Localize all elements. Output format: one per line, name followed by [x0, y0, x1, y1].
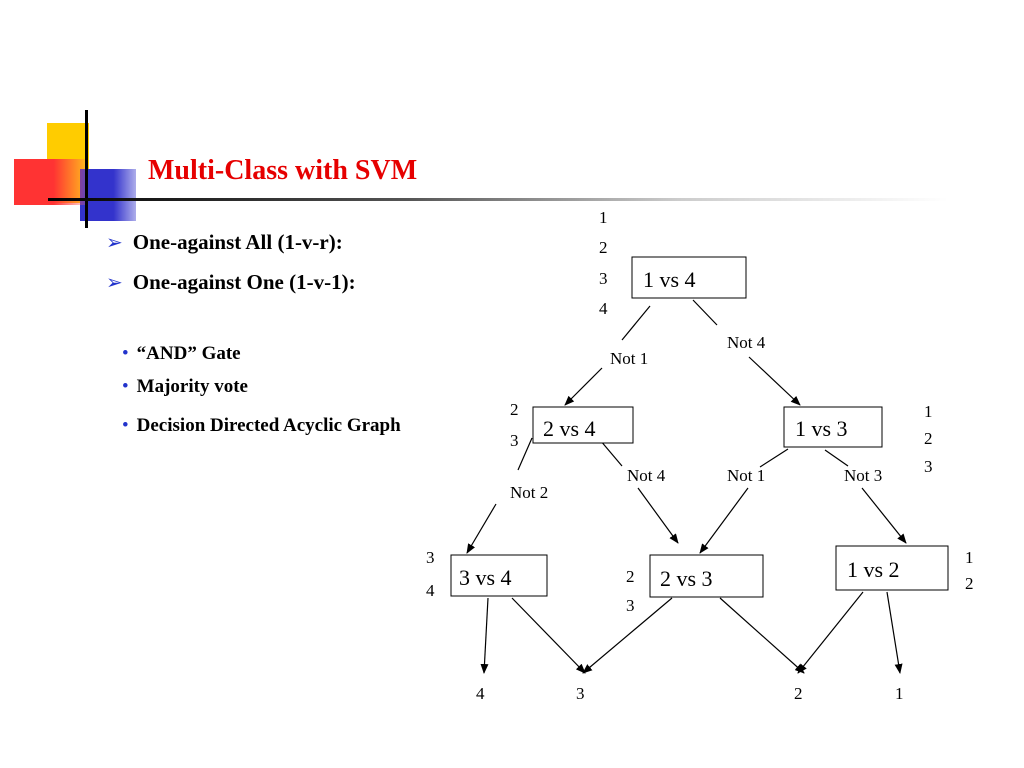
class-number: 2 [599, 238, 608, 257]
sub-bullet-and-gate: • “AND” Gate [122, 343, 241, 365]
edge-n14-not4-lower [748, 356, 801, 406]
edge-n13-not3-lower [861, 487, 907, 544]
edge-n23-to-3 [582, 597, 673, 674]
edge-n24-not2-upper [517, 437, 533, 471]
edge-n24-not4-lower [637, 487, 679, 544]
output-class-4: 4 [476, 684, 485, 703]
class-number: 3 [426, 548, 435, 567]
edge-label-not4-mid: Not 4 [627, 466, 666, 485]
node-2vs3: 2 vs 3 [649, 554, 764, 598]
sub-bullet-text: Majority vote [136, 376, 248, 397]
output-class-2: 2 [794, 684, 803, 703]
class-set-n13: 1 2 3 [924, 402, 933, 476]
class-set-n14: 1 2 3 4 [599, 208, 608, 318]
edge-n14-not4-upper [692, 299, 718, 326]
edge-n13-not1-upper [759, 448, 789, 468]
edge-n24-not4-upper [599, 439, 623, 467]
edge-n12-to-1 [886, 591, 903, 674]
dot-bullet-icon: • [122, 376, 129, 397]
class-set-n34: 3 4 [426, 548, 435, 600]
edge-n34-to-4 [480, 597, 489, 674]
edge-n23-to-2 [719, 597, 805, 674]
sub-bullet-ddag: • Decision Directed Acyclic Graph [122, 415, 401, 437]
bullet-one-against-all: ➢ One-against All (1-v-r): [106, 230, 343, 255]
arrow-bullet-icon: ➢ [106, 232, 123, 254]
slide-title: Multi-Class with SVM [148, 155, 418, 186]
sub-bullet-text: “AND” Gate [136, 343, 241, 364]
dot-bullet-icon: • [122, 343, 129, 364]
class-set-n24: 2 3 [510, 400, 519, 450]
class-number: 2 [924, 429, 933, 448]
class-number: 2 [965, 574, 974, 593]
bullet-one-against-one: ➢ One-against One (1-v-1): [106, 270, 356, 295]
class-set-n23: 2 3 [626, 567, 635, 615]
edge-n13-not1-lower [699, 487, 749, 554]
edge-n14-not1-upper [621, 305, 651, 341]
node-label: 1 vs 4 [643, 267, 696, 292]
edge-n14-not1-lower [564, 367, 603, 406]
class-set-n12: 1 2 [965, 548, 974, 593]
class-number: 1 [924, 402, 933, 421]
arrow-bullet-icon: ➢ [106, 272, 123, 294]
class-number: 3 [510, 431, 519, 450]
sub-bullet-majority-vote: • Majority vote [122, 376, 248, 398]
node-label: 1 vs 2 [847, 557, 900, 582]
title-underline [48, 198, 948, 201]
edge-n12-to-2 [797, 591, 864, 674]
logo-blue-square [80, 169, 136, 221]
output-class-1: 1 [895, 684, 904, 703]
class-number: 3 [626, 596, 635, 615]
sub-bullet-text: Decision Directed Acyclic Graph [136, 415, 401, 436]
class-number: 3 [599, 269, 608, 288]
edge-label-not4-top: Not 4 [727, 333, 766, 352]
node-1vs4: 1 vs 4 [631, 256, 747, 299]
dot-bullet-icon: • [122, 415, 129, 436]
node-2vs4: 2 vs 4 [532, 406, 634, 444]
node-1vs3: 1 vs 3 [783, 406, 883, 448]
class-number: 3 [924, 457, 933, 476]
edge-n24-not2-lower [466, 503, 497, 554]
edge-n13-not3-upper [824, 449, 849, 467]
logo-vertical-line [85, 110, 88, 228]
edge-label-not1-top: Not 1 [610, 349, 648, 368]
edge-label-not2-mid: Not 2 [510, 483, 548, 502]
bullet-text: One-against One (1-v-1): [132, 270, 356, 294]
class-number: 1 [965, 548, 974, 567]
output-class-3: 3 [576, 684, 585, 703]
class-number: 1 [599, 208, 608, 227]
node-3vs4: 3 vs 4 [450, 554, 548, 597]
class-number: 2 [510, 400, 519, 419]
class-number: 4 [599, 299, 608, 318]
edge-label-not1-mid: Not 1 [727, 466, 765, 485]
node-label: 2 vs 4 [543, 416, 596, 441]
edge-n34-to-3 [511, 597, 586, 674]
node-label: 1 vs 3 [795, 416, 848, 441]
node-label: 2 vs 3 [660, 566, 713, 591]
node-1vs2: 1 vs 2 [835, 545, 949, 591]
edge-label-not3-mid: Not 3 [844, 466, 882, 485]
bullet-text: One-against All (1-v-r): [132, 230, 343, 254]
class-number: 2 [626, 567, 635, 586]
node-label: 3 vs 4 [459, 565, 512, 590]
class-number: 4 [426, 581, 435, 600]
logo-red-square [14, 159, 86, 205]
